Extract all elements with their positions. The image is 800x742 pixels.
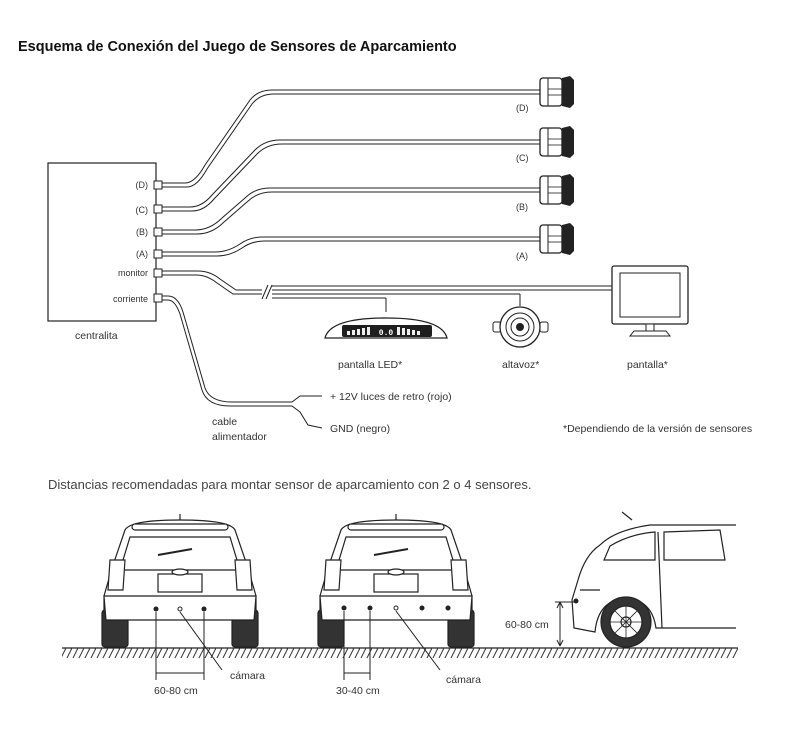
car-rear-1 — [101, 514, 259, 648]
sensor-c — [539, 125, 575, 159]
car2-sensors — [341, 605, 451, 611]
speaker — [492, 306, 549, 348]
plug-c — [153, 204, 169, 214]
port-label-power: corriente — [113, 294, 148, 304]
port-label-d: (D) — [136, 180, 149, 190]
sensor-label-a: (A) — [516, 251, 528, 261]
plug-power — [153, 293, 169, 303]
port-label-a: (A) — [136, 249, 148, 259]
cable-label-2: alimentador — [212, 431, 267, 443]
plug-b — [153, 227, 169, 237]
car2-camera-label: cámara — [446, 674, 481, 686]
port-label-b: (B) — [136, 227, 148, 237]
sensor-label-c: (C) — [516, 153, 529, 163]
ground-hatch — [62, 648, 738, 658]
control-unit-label: centralita — [75, 330, 118, 342]
car3-sensor — [573, 598, 579, 604]
sensor-b — [539, 173, 575, 207]
wire-red-label: + 12V luces de retro (rojo) — [330, 391, 452, 403]
page-title: Esquema de Conexión del Juego de Sensore… — [18, 39, 457, 55]
power-cable — [167, 295, 323, 429]
footnote: *Dependiendo de la versión de sensores — [563, 423, 752, 435]
sensor-label-d: (D) — [516, 103, 529, 113]
car1-sensors — [153, 606, 207, 612]
car-side — [571, 511, 736, 648]
control-unit-box — [47, 162, 157, 322]
car1-camera-label: cámara — [230, 670, 265, 682]
monitor-screen — [611, 265, 689, 337]
car3-height-label: 60-80 cm — [505, 619, 549, 631]
monitor-bus — [168, 270, 612, 312]
led-display-label: pantalla LED* — [338, 359, 402, 371]
plug-d — [153, 180, 169, 190]
plug-a — [153, 249, 169, 259]
car3-height-dimension — [555, 601, 576, 647]
screen-label: pantalla* — [627, 359, 668, 371]
speaker-label: altavoz* — [502, 359, 539, 371]
car2-dimension — [343, 610, 441, 680]
wire-black-label: GND (negro) — [330, 423, 390, 435]
sensor-d — [539, 75, 575, 109]
section-subtitle: Distancias recomendadas para montar sens… — [48, 477, 531, 492]
port-label-c: (C) — [136, 205, 149, 215]
sensor-wires — [168, 89, 540, 257]
led-value: 0.0 — [379, 329, 394, 338]
car-rear-2 — [317, 514, 475, 648]
sensor-a — [539, 222, 575, 256]
car1-distance-label: 60-80 cm — [154, 685, 198, 697]
cable-label-1: cable — [212, 416, 237, 428]
plug-monitor — [153, 268, 169, 278]
port-label-monitor: monitor — [118, 268, 148, 278]
sensor-label-b: (B) — [516, 202, 528, 212]
car1-dimension — [155, 611, 223, 680]
led-display: 0.0 — [324, 317, 448, 339]
car2-distance-label: 30-40 cm — [336, 685, 380, 697]
